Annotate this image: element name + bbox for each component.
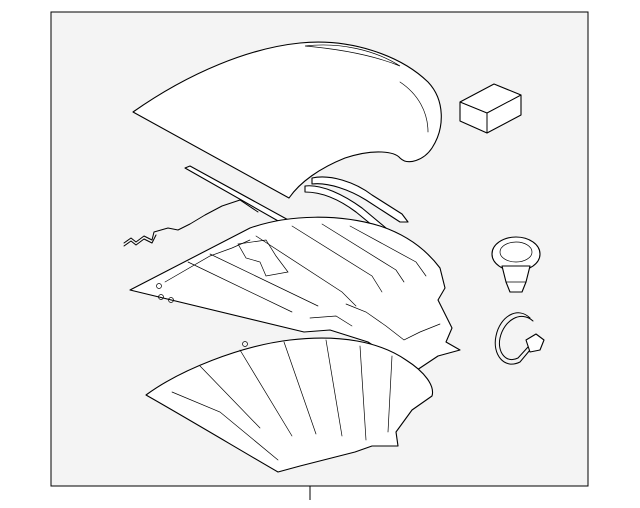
push-retainer [491,236,541,293]
headliner [145,337,434,473]
sensor-cable [494,312,545,365]
roof-frame [129,216,461,373]
wiring-harness [123,199,259,247]
hard-top-panel [132,41,442,199]
foam-block [459,83,522,134]
